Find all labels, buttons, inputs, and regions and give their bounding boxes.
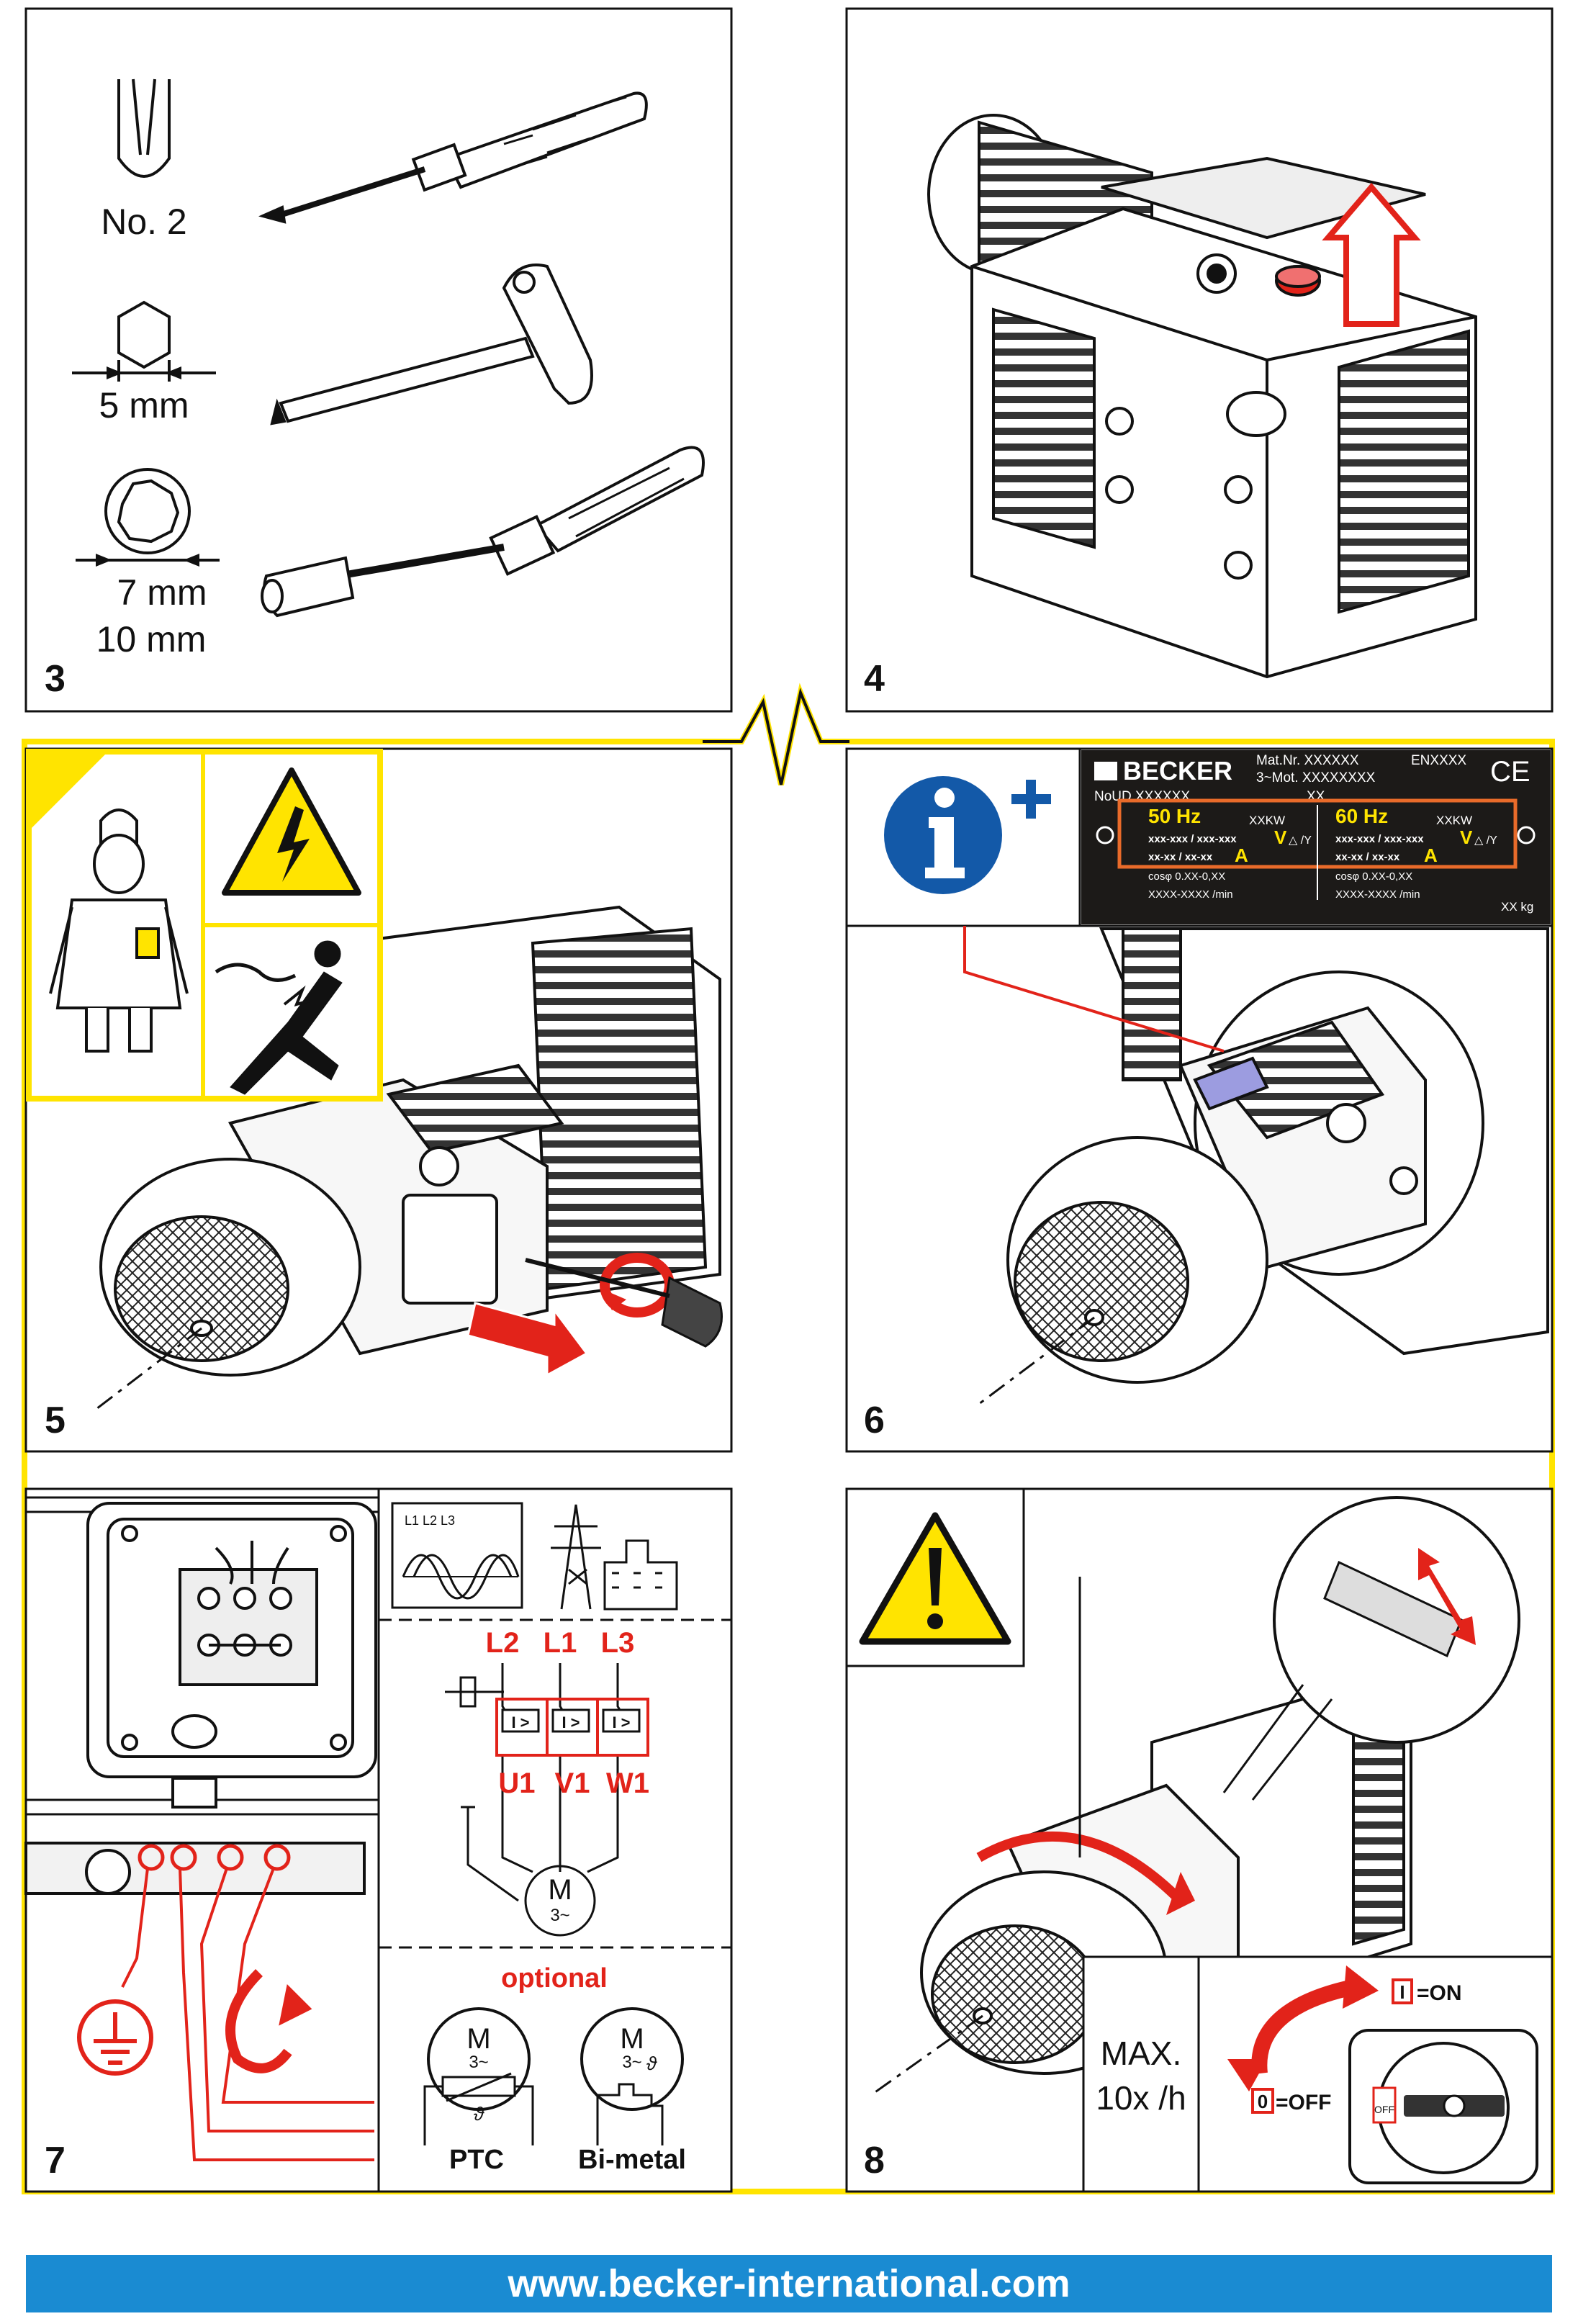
kw60-label: XXKW [1436, 814, 1472, 827]
socket-ring-icon [76, 468, 220, 567]
v60-label: xxx-xxx / xxx-xxx [1335, 833, 1424, 845]
a60-unit: A [1424, 845, 1438, 866]
up-arrow-icon [1322, 182, 1421, 327]
v60-connection: △ /Y [1474, 834, 1497, 847]
switch-off-text: OFF [1374, 2104, 1394, 2115]
terminal-box-drawing [24, 1496, 379, 1895]
panel-number-7: 7 [45, 2140, 66, 2181]
terminal-label-v1: V1 [555, 1767, 590, 1799]
sine-wave-box: L1 L2 L3 [391, 1502, 523, 1609]
electric-shock-icon [215, 940, 343, 1095]
a50-label: xx-xx / xx-xx [1148, 851, 1213, 863]
website-link[interactable]: www.becker-international.com [508, 2262, 1070, 2305]
panel-3: No. 2 5 mm 7 [24, 7, 733, 713]
breaker-symbol-1: I > [511, 1713, 529, 1731]
terminal-label-w1: W1 [606, 1767, 649, 1799]
power-grid-icon [551, 1504, 678, 1611]
yellow-frame [22, 683, 1555, 2194]
v60-unit: V [1460, 827, 1473, 848]
footer-bar: www.becker-international.com [26, 2255, 1552, 2312]
nameplate-pointer [963, 926, 1225, 1053]
v50-unit: V [1274, 827, 1287, 848]
info-plus-icon [884, 776, 1051, 894]
bimetal-motor-letter: M [620, 2023, 644, 2055]
panel-7: L1 L2 L3 L2 L1 L3 [24, 1487, 733, 2193]
bimetal-symbol: M 3~ ϑ [580, 2007, 684, 2145]
tool2-size-label: 5 mm [99, 385, 189, 425]
tool1-size-label: No. 2 [101, 202, 187, 242]
line-label-l2: L2 [486, 1627, 520, 1659]
bimetal-label: Bi-metal [578, 2145, 686, 2175]
motor-drawing [93, 905, 721, 1413]
nameplate: BECKER Mat.Nr. XXXXXX 3~Mot. XXXXXXXX EN… [1081, 750, 1551, 924]
warning-icon [859, 1512, 1011, 1645]
panel-number-8: 8 [864, 2140, 885, 2181]
wiring-diagram [77, 1844, 374, 2161]
ptc-motor-phase: 3~ [469, 2053, 488, 2072]
ptc-label: PTC [449, 2145, 504, 2175]
on-label: =ON [1417, 1981, 1462, 2005]
panel-4: 4 [845, 7, 1554, 713]
mot-label: 3~Mot. XXXXXXXX [1256, 770, 1376, 785]
hex-size-icon [72, 300, 216, 382]
cos60-label: cosφ 0.XX-0,XX [1335, 870, 1412, 883]
en-label: ENXXXX [1411, 753, 1466, 768]
motor-drawing [978, 927, 1549, 1405]
breaker-symbol-3: I > [612, 1713, 630, 1731]
phillips-screwdriver-icon [258, 91, 648, 224]
optional-label: optional [501, 1963, 608, 1994]
line-label-l1: L1 [544, 1627, 577, 1659]
panel-8: MAX. 10x /h I =ON 0 =OFF OFF 8 [845, 1487, 1554, 2193]
bimetal-motor-phase: 3~ [622, 2053, 641, 2072]
panel-5: 5 [24, 747, 733, 1453]
off-label: =OFF [1276, 2091, 1332, 2114]
circuit-diagram: L2 L1 L3 I > I > I > U1 V1 W1 M 3~ [445, 1627, 649, 1937]
ptc-symbol: M 3~ ϑ [423, 2007, 534, 2145]
high-voltage-warning-icon [222, 767, 361, 896]
on-symbol: I [1399, 1981, 1405, 2003]
rotation-detail-inset [1222, 1496, 1520, 1801]
motor-phase: 3~ [550, 1906, 569, 1925]
brand-label: BECKER [1123, 756, 1232, 785]
panel-number-3: 3 [45, 658, 66, 700]
panel-6: BECKER Mat.Nr. XXXXXX 3~Mot. XXXXXXXX EN… [845, 747, 1554, 1453]
hz60-label: 60 Hz [1335, 805, 1388, 827]
terminal-label-u1: U1 [498, 1767, 535, 1799]
max-label-line2: 10x /h [1096, 2079, 1186, 2117]
tool3-size-label-b: 10 mm [96, 619, 207, 659]
electrician-figure [49, 809, 189, 1053]
bimetal-theta: ϑ [646, 2053, 657, 2074]
breaker-symbol-2: I > [562, 1713, 580, 1731]
panel-number-6: 6 [864, 1400, 885, 1441]
v50-connection: △ /Y [1289, 834, 1312, 847]
motor-letter: M [548, 1874, 572, 1906]
line-label-l3: L3 [601, 1627, 635, 1659]
panel-number-4: 4 [864, 658, 885, 700]
mat-nr-label: Mat.Nr. XXXXXX [1256, 753, 1359, 768]
safety-inset [26, 749, 383, 1102]
a50-unit: A [1235, 845, 1248, 866]
phases-label: L1 L2 L3 [405, 1513, 455, 1528]
on-off-switch: I =ON 0 =OFF OFF [1227, 1965, 1538, 2184]
screw-removal-arrow [466, 1253, 723, 1377]
off-symbol: 0 [1258, 2091, 1268, 2112]
ptc-motor-letter: M [466, 2023, 490, 2055]
max-label-line1: MAX. [1101, 2035, 1181, 2072]
nut-driver-icon [261, 446, 705, 618]
v50-label: xxx-xxx / xxx-xxx [1148, 833, 1237, 845]
a60-label: xx-xx / xx-xx [1335, 851, 1400, 863]
hz50-label: 50 Hz [1148, 805, 1201, 827]
panel-number-5: 5 [45, 1400, 66, 1441]
weight-label: XX kg [1501, 900, 1533, 914]
ce-mark: CE [1490, 756, 1530, 788]
rpm60-label: XXXX-XXXX /min [1335, 888, 1420, 901]
tool3-size-label-a: 7 mm [117, 572, 207, 613]
ptc-theta: ϑ [474, 2103, 484, 2125]
t-handle-hex-key-icon [270, 264, 593, 425]
kw50-label: XXKW [1249, 814, 1285, 827]
cos50-label: cosφ 0.XX-0,XX [1148, 870, 1225, 883]
rpm50-label: XXXX-XXXX /min [1148, 888, 1233, 901]
phillips-tip-icon [117, 78, 171, 178]
